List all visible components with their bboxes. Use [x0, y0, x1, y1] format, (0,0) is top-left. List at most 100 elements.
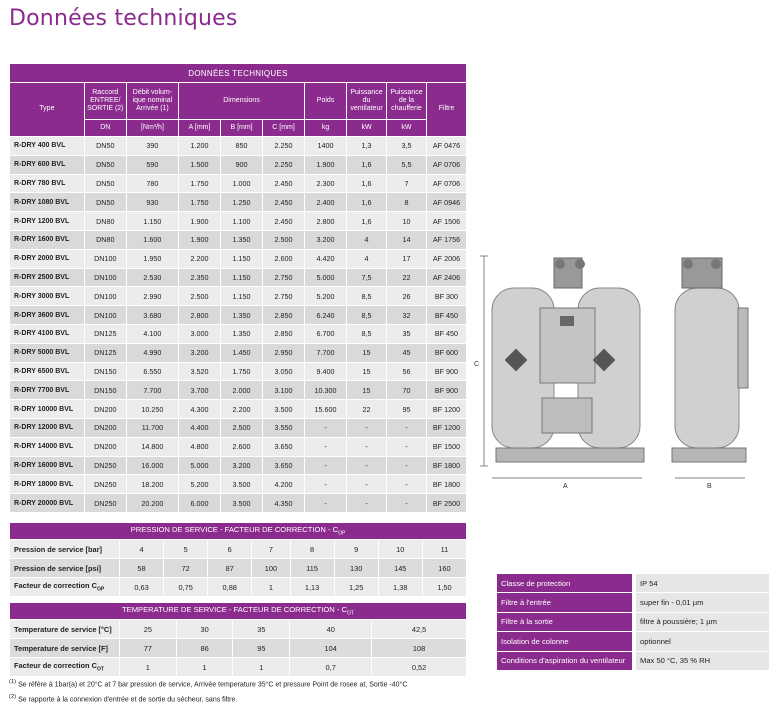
table-cell: 1 — [175, 657, 234, 677]
table-cell: 0,88 — [207, 577, 253, 597]
table-cell: 6.240 — [304, 305, 348, 325]
table-cell: 7.700 — [304, 342, 348, 363]
table-cell: DN100 — [83, 305, 127, 325]
table-cell: 3.500 — [220, 493, 264, 513]
table-cell: 2.350 — [178, 267, 222, 288]
spec-value: Max 50 °C, 35 % RH — [632, 651, 769, 671]
table-cell: 8,5 — [346, 323, 387, 344]
table-cell: 1,25 — [333, 577, 379, 597]
table-cell: AF 0476 — [425, 136, 468, 156]
table-cell: 1,6 — [346, 173, 387, 194]
table-cell: 1.350 — [220, 229, 264, 250]
table-cell: 1 — [251, 577, 291, 597]
table-cell: - — [304, 474, 348, 495]
table-cell: 5.200 — [178, 474, 222, 495]
table-cell: 4.400 — [178, 417, 222, 438]
table-cell: 1,6 — [346, 211, 387, 231]
cell-type: R-DRY 12000 BVL — [9, 417, 85, 438]
table-cell: 2.450 — [262, 211, 306, 231]
table-cell: 3.100 — [262, 380, 306, 401]
pressure-correction-table: PRESSION DE SERVICE - FACTEUR DE CORRECT… — [9, 522, 468, 597]
table-cell: 1.900 — [178, 229, 222, 250]
table-cell: 5.200 — [304, 286, 348, 307]
table-cell: 35 — [232, 619, 291, 639]
table-cell: 3.200 — [304, 229, 348, 250]
table-cell: 40 — [289, 619, 373, 639]
table-cell: 7,5 — [346, 267, 387, 288]
table-cell: 14 — [386, 229, 427, 250]
table-cell: 1,3 — [346, 136, 387, 156]
table-cell: BF 1500 — [425, 436, 468, 457]
unit-flow: [Nm³/h] — [125, 119, 180, 137]
table-cell: 2.300 — [304, 173, 348, 194]
spec-key: Filtre à l'entrée — [497, 592, 634, 613]
table-cell: DN80 — [83, 211, 127, 231]
table-cell: 780 — [125, 173, 180, 194]
table-cell: AF 1756 — [425, 229, 468, 250]
table-cell: 70 — [386, 380, 427, 401]
table-cell: - — [346, 436, 387, 457]
table-cell: 1.900 — [178, 211, 222, 231]
table-cell: 2.500 — [178, 286, 222, 307]
table-cell: 87 — [207, 558, 253, 578]
table-cell: 4.350 — [262, 493, 306, 513]
table-cell: 4 — [118, 539, 165, 559]
table-cell: - — [304, 493, 348, 513]
cell-type: R-DRY 10000 BVL — [9, 399, 85, 419]
table-cell: 10 — [386, 211, 427, 231]
pressure-table-caption: PRESSION DE SERVICE - FACTEUR DE CORRECT… — [9, 522, 467, 540]
table-cell: BF 2500 — [425, 493, 468, 513]
table-cell: 1.150 — [220, 248, 264, 269]
table-cell: 130 — [333, 558, 379, 578]
table-cell: AF 2406 — [425, 267, 468, 288]
cell-type: R-DRY 20000 BVL — [9, 493, 85, 513]
table-cell: 2.850 — [262, 305, 306, 325]
table-cell: DN50 — [83, 136, 127, 156]
table-cell: 900 — [220, 154, 264, 175]
table-cell: 1.950 — [125, 248, 180, 269]
side-view-drawing: B — [671, 257, 749, 490]
table-cell: 3.500 — [220, 474, 264, 495]
header-fan-power: Puissance du ventilateur — [346, 82, 387, 120]
table-cell: 16.000 — [125, 455, 180, 476]
table-cell: 2.750 — [262, 286, 306, 307]
table-cell: 56 — [386, 361, 427, 382]
table-cell: BF 1800 — [425, 455, 468, 476]
row-label: Temperature de service [°C] — [9, 619, 120, 639]
cell-type: R-DRY 2000 BVL — [9, 248, 85, 269]
table-cell: - — [386, 474, 427, 495]
table-cell: 7.700 — [125, 380, 180, 401]
cell-type: R-DRY 5000 BVL — [9, 342, 85, 363]
table-cell: - — [304, 436, 348, 457]
table-cell: 1.150 — [220, 267, 264, 288]
table-cell: 6.700 — [304, 323, 348, 344]
table-cell: 5.000 — [178, 455, 222, 476]
table-cell: DN200 — [83, 417, 127, 438]
table-cell: 26 — [386, 286, 427, 307]
header-dimensions: Dimensions — [178, 82, 306, 120]
table-cell: 6.000 — [178, 493, 222, 513]
table-cell: BF 450 — [425, 305, 468, 325]
table-cell: 8,5 — [346, 305, 387, 325]
header-heater-power: Puissance de la chaufferie — [386, 82, 427, 120]
table-cell: DN50 — [83, 192, 127, 213]
table-cell: 2.250 — [262, 154, 306, 175]
table-cell: 3,5 — [386, 136, 427, 156]
table-cell: 1,50 — [421, 577, 468, 597]
table-cell: 0,63 — [118, 577, 165, 597]
cell-type: R-DRY 1600 BVL — [9, 229, 85, 250]
table-cell: 100 — [251, 558, 291, 578]
table-cell: 11.700 — [125, 417, 180, 438]
table-cell: 2.500 — [220, 417, 264, 438]
